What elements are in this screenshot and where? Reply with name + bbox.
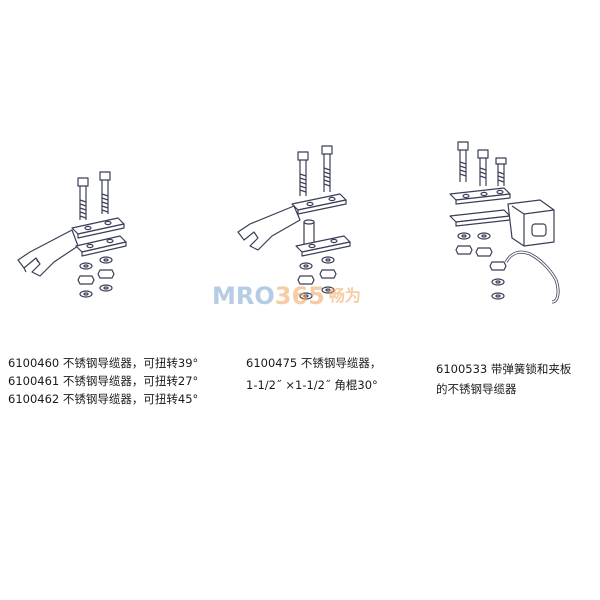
caption-line: 6100533 带弹簧锁和夹板 [436, 362, 572, 376]
caption-spring-lock-guide: 6100533 带弹簧锁和夹板 的不锈钢导缆器 [436, 360, 571, 398]
bolt-left [77, 177, 89, 220]
bolt-left [297, 151, 309, 196]
caption-line: 1-1/2˝ ×1-1/2˝ 角棍30° [246, 378, 378, 392]
watermark-number: 365 [274, 282, 325, 310]
cable-guide-spring-lock-drawing [449, 141, 560, 304]
bolt-3 [495, 157, 507, 186]
caption-twist-guides: 6100460 不锈钢导缆器，可扭转39° 6100461 不锈钢导缆器，可扭转… [8, 354, 198, 408]
caption-line: 的不锈钢导缆器 [436, 382, 517, 396]
watermark-suffix: 畅为 [328, 286, 361, 305]
caption-angle-guide: 6100475 不锈钢导缆器， 1-1/2˝ ×1-1/2˝ 角棍30° [246, 354, 381, 394]
bolt-2 [477, 149, 489, 186]
bolt-right [99, 171, 111, 214]
bolt-1 [457, 141, 469, 182]
bolt-right [321, 145, 333, 192]
caption-line: 6100460 不锈钢导缆器，可扭转39° [8, 356, 199, 370]
watermark-brand: MRO [212, 282, 275, 310]
caption-line: 6100475 不锈钢导缆器， [246, 356, 382, 370]
caption-line: 6100461 不锈钢导缆器，可扭转27° [8, 374, 199, 388]
cable-guide-angle-drawing [237, 145, 351, 300]
cable-guide-twist-drawing [17, 171, 127, 298]
caption-line: 6100462 不锈钢导缆器，可扭转45° [8, 392, 199, 406]
